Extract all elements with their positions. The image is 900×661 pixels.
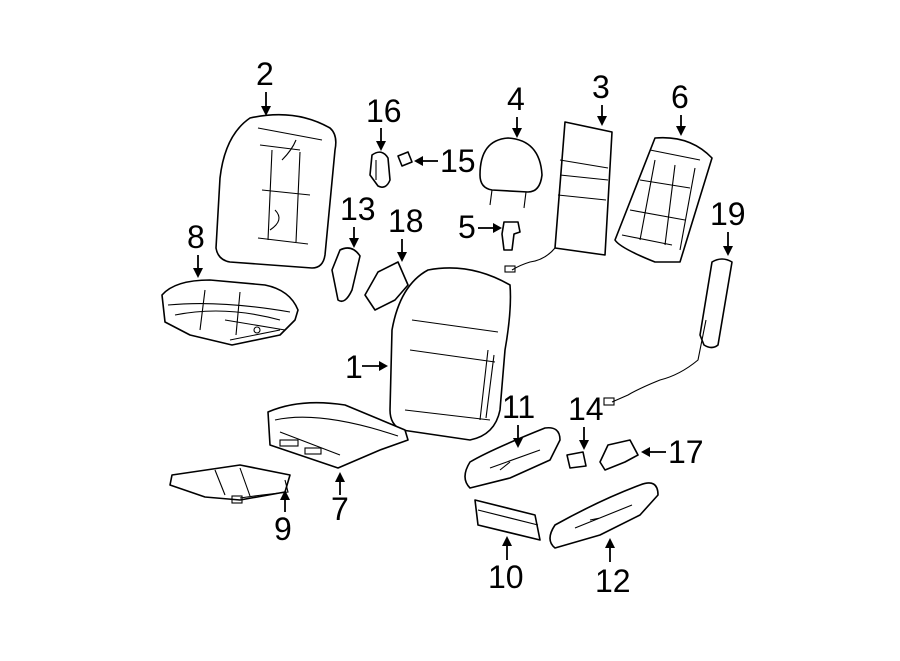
svg-text:17: 17 bbox=[668, 434, 704, 470]
svg-text:1: 1 bbox=[345, 349, 363, 385]
svg-text:3: 3 bbox=[592, 69, 610, 105]
part-18-bracket bbox=[364, 261, 409, 311]
callout-1: 1 bbox=[345, 349, 388, 385]
part-6-seat-back-pad bbox=[614, 136, 713, 263]
svg-text:4: 4 bbox=[507, 81, 525, 117]
svg-text:9: 9 bbox=[274, 511, 292, 547]
part-5-headrest-guide bbox=[501, 221, 521, 251]
svg-text:11: 11 bbox=[502, 389, 535, 425]
part-12-outer-side-trim bbox=[549, 482, 659, 549]
part-9-cushion-heater bbox=[169, 464, 291, 504]
part-11-side-trim bbox=[464, 426, 561, 489]
part-16-trim-cover bbox=[369, 151, 391, 188]
svg-text:19: 19 bbox=[710, 196, 746, 232]
callout-8: 8 bbox=[187, 219, 205, 278]
part-2-seat-back-cover bbox=[215, 113, 337, 269]
callout-7: 7 bbox=[331, 472, 349, 527]
callout-3: 3 bbox=[592, 69, 610, 126]
part-7-cushion-pad bbox=[267, 401, 409, 469]
callout-15: 15 bbox=[414, 143, 476, 179]
callout-16: 16 bbox=[366, 93, 402, 151]
callout-12: 12 bbox=[595, 538, 631, 599]
callout-6: 6 bbox=[671, 79, 689, 136]
part-15-clip bbox=[397, 151, 413, 167]
svg-text:12: 12 bbox=[595, 563, 631, 599]
callout-13: 13 bbox=[340, 191, 376, 248]
svg-text:18: 18 bbox=[388, 203, 424, 239]
part-3-heater-pad bbox=[504, 121, 613, 273]
svg-text:8: 8 bbox=[187, 219, 205, 255]
svg-text:13: 13 bbox=[340, 191, 376, 227]
callout-2: 2 bbox=[256, 56, 274, 116]
part-19-side-airbag bbox=[603, 258, 733, 406]
part-13-side-cover bbox=[331, 247, 361, 303]
part-17-bracket bbox=[599, 439, 639, 471]
part-8-seat-cushion-cover bbox=[161, 279, 299, 346]
svg-text:6: 6 bbox=[671, 79, 689, 115]
part-14-knob bbox=[566, 451, 587, 469]
svg-text:16: 16 bbox=[366, 93, 402, 129]
part-1-seat-back bbox=[389, 267, 512, 441]
callout-18: 18 bbox=[388, 203, 424, 262]
svg-text:5: 5 bbox=[458, 209, 476, 245]
callout-19: 19 bbox=[710, 196, 746, 256]
callout-14: 14 bbox=[568, 391, 604, 450]
callout-9: 9 bbox=[274, 490, 292, 547]
part-4-headrest bbox=[479, 137, 543, 209]
svg-text:7: 7 bbox=[331, 491, 349, 527]
svg-text:2: 2 bbox=[256, 56, 274, 92]
svg-text:10: 10 bbox=[488, 559, 524, 595]
svg-text:15: 15 bbox=[440, 143, 476, 179]
callout-11: 11 bbox=[502, 389, 535, 448]
callout-4: 4 bbox=[507, 81, 525, 138]
svg-text:14: 14 bbox=[568, 391, 604, 427]
callout-5: 5 bbox=[458, 209, 502, 245]
callout-10: 10 bbox=[488, 536, 524, 595]
callout-17: 17 bbox=[641, 434, 704, 470]
part-10-track-cover bbox=[474, 499, 541, 541]
